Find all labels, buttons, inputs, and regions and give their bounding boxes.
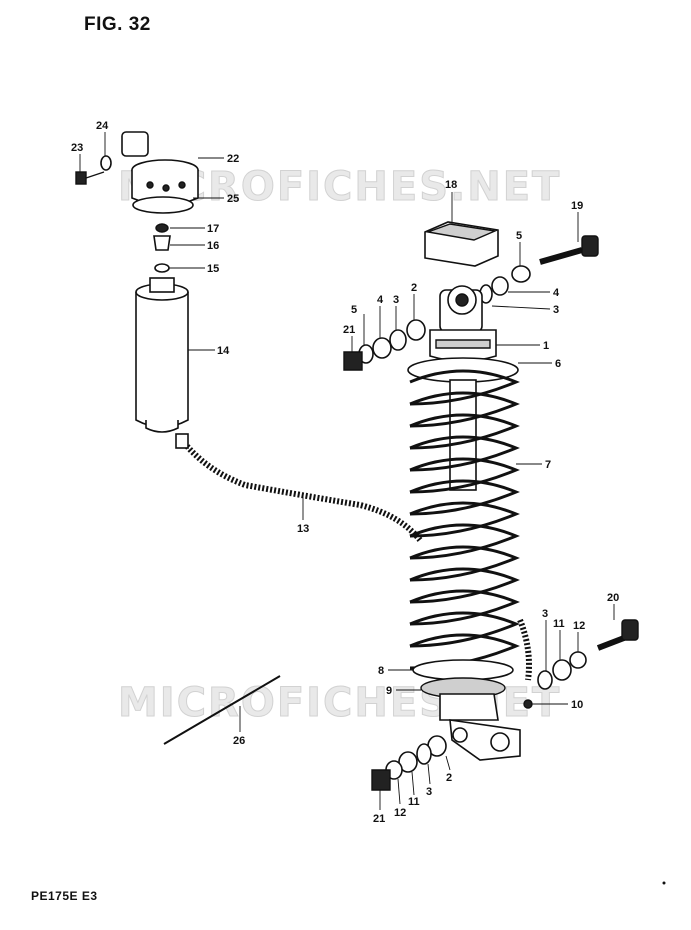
o-ring-15: [154, 263, 170, 273]
callout-14: 14: [217, 345, 230, 357]
reservoir-clamp: [121, 131, 199, 206]
shock-top-mount: [429, 285, 497, 362]
callout-23: 23: [71, 142, 83, 154]
cap-18: [424, 221, 499, 267]
ring-3-right: [537, 670, 553, 690]
bolt-19: [539, 235, 599, 265]
nut-21-top: [343, 351, 363, 371]
washer-10: [523, 699, 533, 709]
callout-25: 25: [227, 193, 239, 205]
callout-2-lower: 2: [446, 772, 452, 784]
callout-2-top: 2: [411, 282, 417, 294]
seal-4-left: [372, 337, 392, 359]
spring-7: [409, 369, 520, 670]
callout-16: 16: [207, 240, 219, 252]
washer-24: [100, 155, 112, 171]
callout-22: 22: [227, 153, 239, 165]
callout-8: 8: [378, 665, 384, 677]
callout-3-lower-right: 3: [542, 608, 548, 620]
model-code: PE175E E3: [31, 889, 98, 903]
hose-fitting-top: [175, 433, 189, 449]
callout-9: 9: [386, 685, 392, 697]
hose-fitting-lower: [517, 618, 532, 681]
callout-4-left: 4: [377, 294, 384, 306]
callout-3-lower: 3: [426, 786, 432, 798]
callout-5-right: 5: [516, 230, 522, 242]
cap-17: [155, 223, 169, 233]
leader-lines: [79, 132, 615, 810]
callout-12-lower: 12: [394, 807, 406, 819]
reservoir-14: [135, 277, 189, 433]
callout-11-right: 11: [553, 618, 565, 630]
seal-4-top: [491, 276, 509, 296]
collar-2-top: [406, 319, 426, 341]
callout-18: 18: [445, 179, 457, 191]
callout-15: 15: [207, 263, 219, 275]
collar-12-right: [569, 651, 587, 669]
valve-16: [153, 235, 171, 251]
callout-12-right: 12: [573, 620, 585, 632]
callout-7: 7: [545, 459, 551, 471]
callout-4-right: 4: [553, 287, 560, 299]
figure-title: FIG. 32: [84, 14, 151, 35]
stray-dot: [662, 881, 666, 885]
callout-1: 1: [543, 340, 549, 352]
lower-clevis: [439, 693, 521, 761]
bolt-23: [75, 171, 105, 185]
callout-10: 10: [571, 699, 583, 711]
ring-3-lower: [416, 743, 432, 765]
callout-26: 26: [233, 735, 245, 747]
collar-5-top: [511, 265, 531, 283]
clamp-band-25: [132, 196, 194, 214]
nut-21-lower: [371, 769, 391, 791]
adjuster-ring-8: [412, 659, 514, 681]
callout-11-lower: 11: [408, 796, 420, 808]
hose-13: [179, 438, 423, 542]
seal-11-right: [552, 659, 572, 681]
ring-3-left: [389, 329, 407, 351]
callout-21-top: 21: [343, 324, 355, 336]
callout-3-left: 3: [393, 294, 399, 306]
callout-21-lower: 21: [373, 813, 385, 825]
callout-6: 6: [555, 358, 561, 370]
callout-19: 19: [571, 200, 583, 212]
callout-24: 24: [96, 120, 109, 132]
callout-20: 20: [607, 592, 619, 604]
callout-3-right: 3: [553, 304, 559, 316]
callout-17: 17: [207, 223, 219, 235]
callout-5-left: 5: [351, 304, 357, 316]
callout-13: 13: [297, 523, 309, 535]
cable-tie-26: [163, 675, 281, 745]
bolt-20: [596, 619, 639, 651]
